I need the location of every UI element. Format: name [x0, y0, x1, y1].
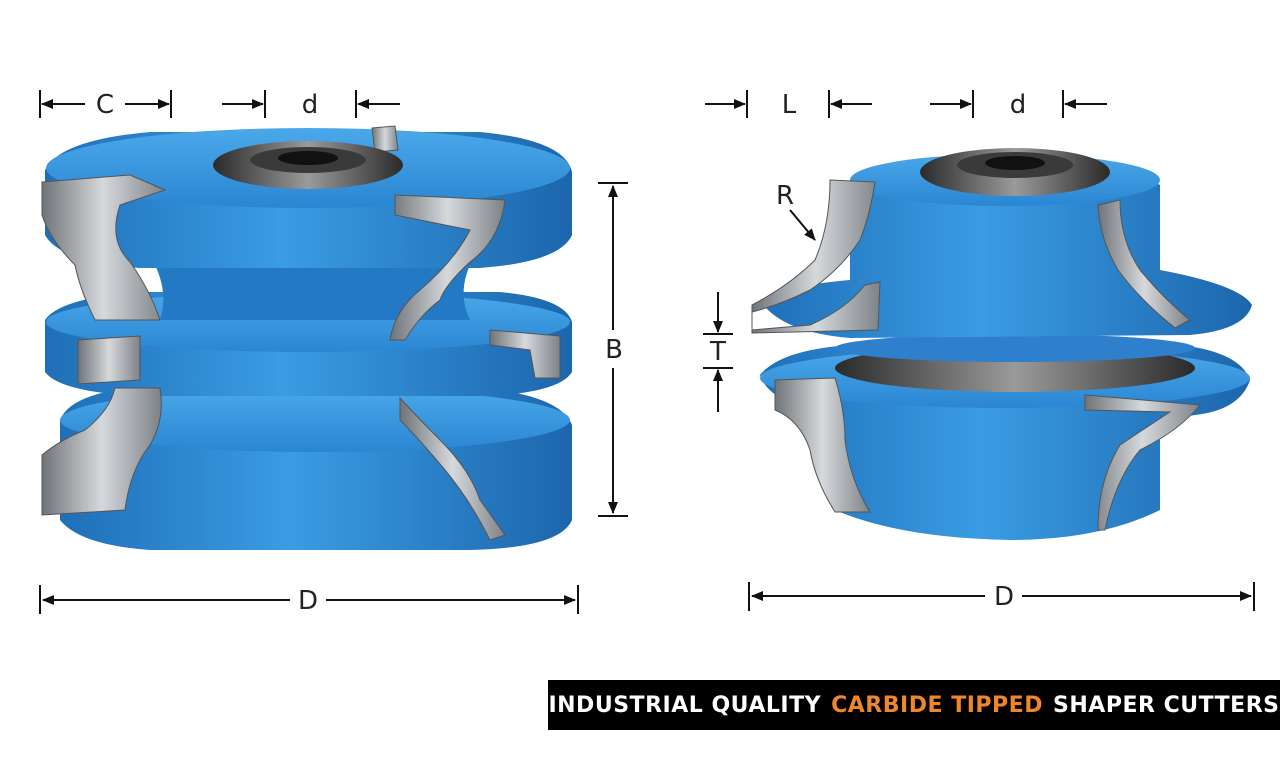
dim-c-label: C: [96, 90, 114, 120]
banner-text-part3: SHAPER CUTTERS: [1053, 692, 1280, 718]
left-carbide-tip-lower-right: [399, 396, 506, 541]
left-cutter: [41, 125, 572, 550]
right-carbide-tip-lower-left: [774, 377, 871, 513]
right-cutter: [751, 148, 1252, 540]
right-dimensions: [703, 90, 1255, 611]
dim-l-label: L: [782, 90, 797, 120]
left-cutter-bore: [278, 151, 338, 165]
dim-t-label: T: [709, 337, 726, 367]
left-carbide-tip-middle-left: [77, 335, 141, 385]
right-carbide-tip-lower-right: [1084, 394, 1201, 531]
right-cutter-upper-body: [760, 158, 1252, 338]
left-carbide-tip-top: [371, 125, 399, 153]
left-carbide-tip-lower-left: [41, 387, 162, 516]
dim-rd-label: d: [1010, 90, 1027, 120]
left-carbide-tip-upper-left: [41, 174, 167, 321]
dim-d-label: d: [302, 90, 319, 120]
right-carbide-tip-upper-right: [1097, 199, 1191, 329]
right-cutter-bore: [985, 156, 1045, 170]
right-cutter-spacer-top: [835, 334, 1195, 362]
dim-D-label: D: [298, 586, 318, 616]
banner-text-highlight: CARBIDE TIPPED: [831, 692, 1043, 718]
left-cutter-waist: [150, 255, 475, 320]
left-carbide-tip-upper-right: [389, 194, 506, 341]
dim-r-label: R: [776, 181, 794, 211]
product-banner: INDUSTRIAL QUALITY CARBIDE TIPPED SHAPER C…: [548, 680, 1280, 730]
left-dimensions: [39, 90, 628, 614]
right-carbide-tip-upper-left: [751, 179, 881, 334]
dim-rD-label: D: [994, 582, 1014, 612]
dim-b-label: B: [605, 335, 623, 365]
banner-text-part1: INDUSTRIAL QUALITY: [548, 692, 822, 718]
left-cutter-lower-flange: [60, 388, 570, 452]
dim-r-leader: [789, 209, 816, 241]
left-carbide-tip-middle-right: [489, 329, 561, 379]
